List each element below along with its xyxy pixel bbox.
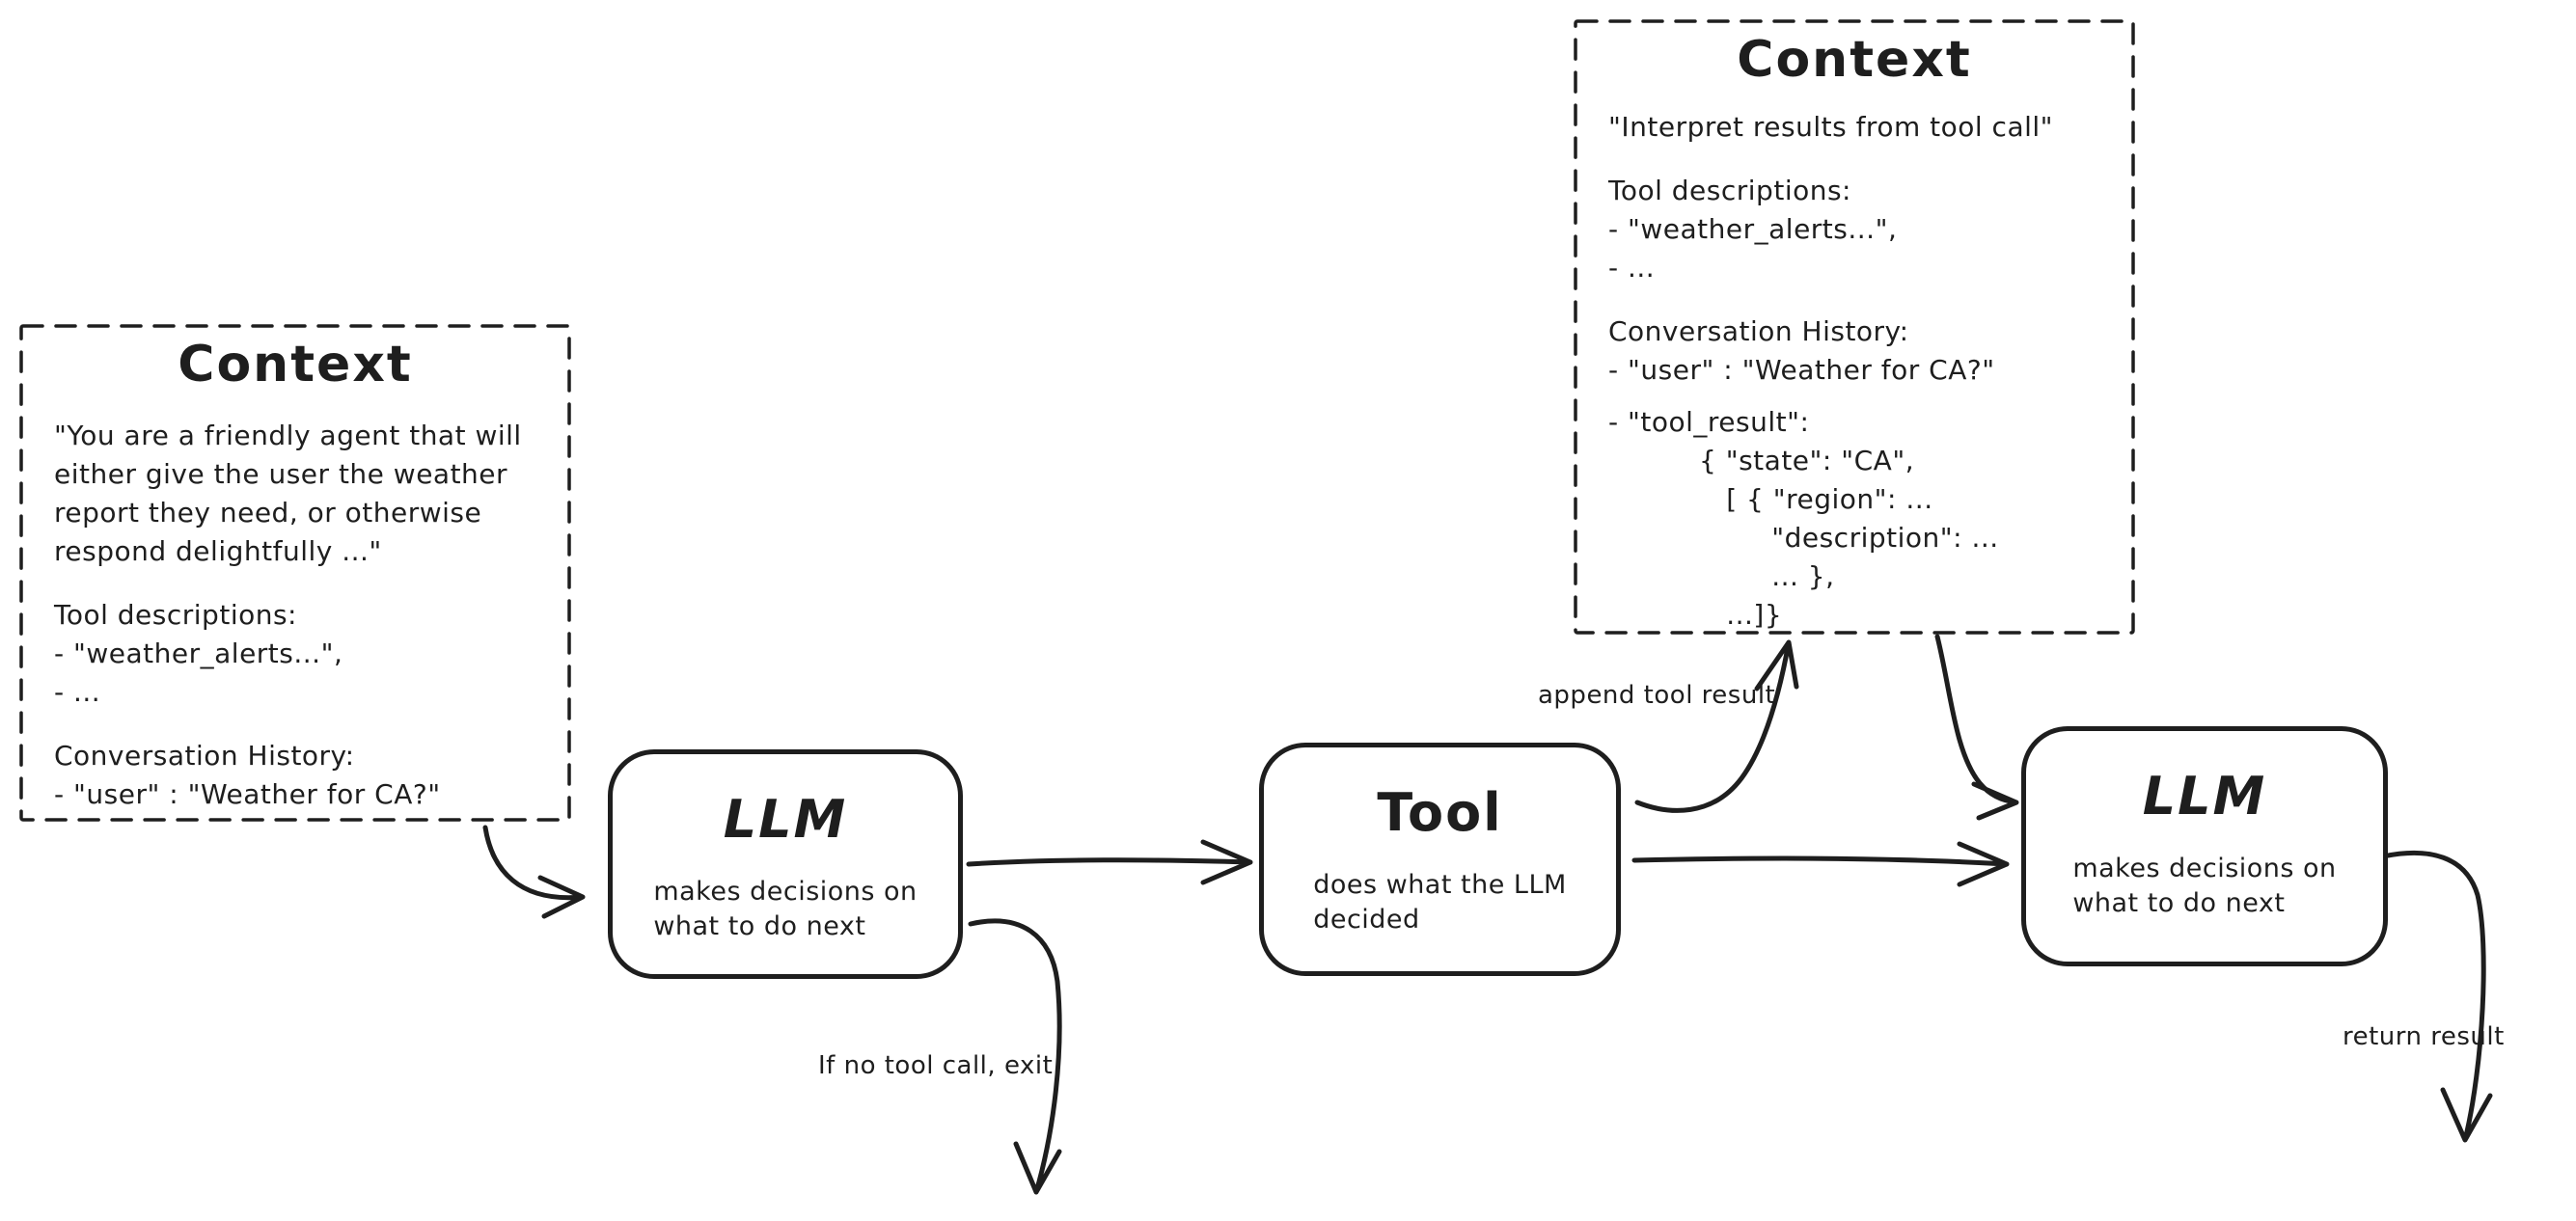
- context-after-tool-border: [1574, 19, 2135, 635]
- edge-llm2-return-result: [2380, 850, 2493, 1143]
- context-initial-system-prompt: "You are a friendly agent that will eith…: [54, 420, 522, 567]
- edge-context-to-llm2: [1934, 634, 2019, 821]
- label-append-tool-result: append tool result: [1538, 681, 1776, 710]
- context-after-tool-tool-result: - "tool_result": { "state": "CA", [ { "r…: [1608, 406, 1999, 631]
- context-box-initial: Context "You are a friendly agent that w…: [21, 326, 569, 820]
- context-after-tool-conversation-history: Conversation History: - "user" : "Weathe…: [1608, 315, 1995, 386]
- node-tool-subtitle: does what the LLM decided: [1313, 870, 1567, 935]
- node-llm-second-title: LLM: [2142, 766, 2267, 827]
- edge-tool-to-llm2: [1631, 841, 2010, 887]
- context-after-tool-tool-descriptions: Tool descriptions: - "weather_alerts..."…: [1608, 175, 1898, 284]
- node-llm-first-title: LLM: [723, 789, 848, 850]
- node-llm-first: LLM makes decisions on what to do next: [608, 749, 963, 979]
- node-tool: Tool does what the LLM decided: [1259, 743, 1621, 976]
- context-initial-tool-descriptions: Tool descriptions: - "weather_alerts..."…: [54, 599, 343, 708]
- node-llm-second: LLM makes decisions on what to do next: [2021, 726, 2388, 966]
- edge-llm-no-tool-exit: [968, 918, 1062, 1195]
- context-after-tool-system-prompt: "Interpret results from tool call": [1608, 111, 2054, 143]
- context-initial-conversation-history: Conversation History: - "user" : "Weathe…: [54, 740, 441, 810]
- context-initial-border: [19, 324, 571, 822]
- label-return-result: return result: [2343, 1022, 2505, 1051]
- edge-llm-to-tool: [966, 839, 1253, 885]
- edge-context-initial-to-llm: [482, 825, 586, 919]
- label-no-tool-call-exit: If no tool call, exit: [818, 1051, 1054, 1080]
- node-llm-second-subtitle: makes decisions on what to do next: [2072, 854, 2337, 918]
- node-llm-first-subtitle: makes decisions on what to do next: [653, 877, 918, 941]
- edge-tool-to-context-append: [1634, 639, 1799, 813]
- context-after-tool-title: Context: [1737, 31, 1972, 89]
- node-tool-title: Tool: [1377, 782, 1503, 843]
- context-box-after-tool: Context "Interpret results from tool cal…: [1576, 21, 2133, 633]
- context-initial-title: Context: [178, 336, 413, 393]
